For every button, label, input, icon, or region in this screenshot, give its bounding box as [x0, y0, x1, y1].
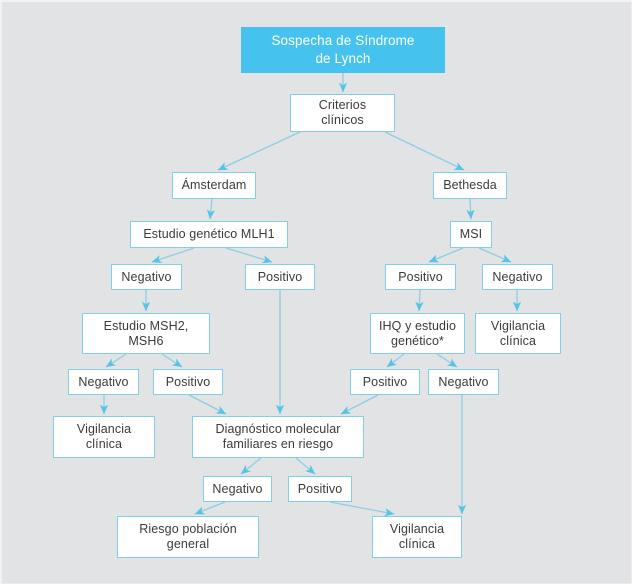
node-criterios: Criterios clínicos [290, 94, 395, 132]
edge-diag-neg-to-riesgo-pob [194, 501, 226, 515]
node-msh2-msh6: Estudio MSH2, MSH6 [82, 313, 210, 354]
edge-diagnostico-to-diag-neg [240, 457, 262, 475]
edge-bethesda-to-msi [466, 198, 475, 220]
node-mlh1-pos: Positivo [245, 264, 315, 290]
node-ihq-pos: Positivo [350, 369, 420, 395]
edge-msh2-msh6-to-msh-neg [105, 353, 127, 368]
node-msi: MSI [450, 221, 492, 248]
edge-criterios-to-amsterdam [217, 131, 301, 171]
node-diag-neg: Negativo [203, 476, 272, 502]
edge-diagnostico-to-diag-pos [295, 457, 316, 475]
edge-amsterdam-to-mlh1 [206, 198, 216, 220]
node-vig-msh-neg: Vigilancia clínica [53, 416, 155, 458]
node-diagnostico: Diagnóstico molecular familiares en ries… [192, 416, 364, 458]
node-vig-msi-neg: Vigilancia clínica [475, 313, 561, 354]
node-mlh1-neg: Negativo [111, 264, 182, 290]
edge-criterios-to-bethesda [384, 131, 465, 171]
node-diag-pos: Positivo [288, 476, 352, 502]
node-msi-pos: Positivo [385, 264, 456, 290]
node-riesgo-pob: Riesgo población general [117, 516, 259, 558]
edge-mlh1-to-mlh1-pos [225, 247, 273, 264]
node-ihq-neg: Negativo [428, 369, 499, 395]
node-ihq: IHQ y estudio genético* [370, 313, 465, 354]
edge-ihq-to-ihq-pos [386, 353, 405, 368]
node-bethesda: Bethesda [433, 172, 507, 199]
edge-msh-pos-to-diagnostico [188, 394, 227, 415]
node-msh-neg: Negativo [68, 369, 139, 395]
node-msi-neg: Negativo [482, 264, 553, 290]
edge-ihq-to-ihq-neg [436, 353, 458, 368]
edge-msi-to-msi-neg [478, 247, 512, 263]
node-amsterdam: Ámsterdam [172, 172, 256, 199]
edge-mlh1-to-mlh1-neg [151, 247, 195, 263]
node-vig-final: Vigilancia clínica [372, 516, 462, 558]
edge-msi-pos-to-ihq [415, 289, 424, 312]
edge-ihq-pos-to-diagnostico [340, 394, 379, 415]
node-mlh1: Estudio genético MLH1 [130, 221, 288, 248]
edge-diag-pos-to-vig-final [329, 501, 395, 517]
node-msh-pos: Positivo [153, 369, 223, 395]
edge-msi-to-msi-pos [428, 247, 464, 263]
node-header: Sospecha de Síndrome de Lynch [241, 27, 445, 73]
edge-msh2-msh6-to-msh-pos [161, 353, 183, 368]
